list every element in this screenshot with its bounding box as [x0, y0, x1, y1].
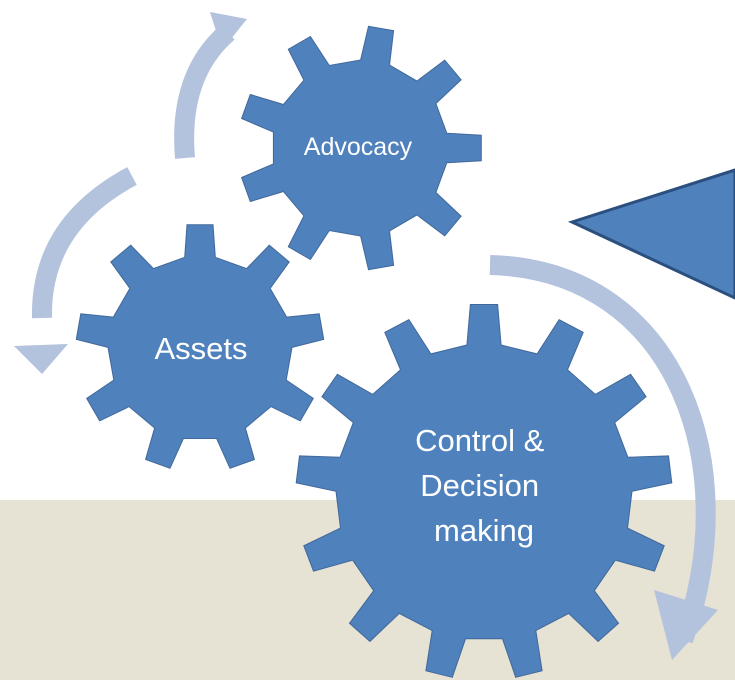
- cycle-arrows: [14, 12, 718, 660]
- advocacy-label: Advocacy: [304, 133, 413, 161]
- arrow-up-head: [210, 12, 247, 50]
- control-label-line-3: making: [434, 513, 534, 548]
- control-label-line-1: Control &: [415, 423, 545, 458]
- arrow-down-head: [14, 344, 68, 374]
- arrow-up-to-advocacy: [174, 24, 235, 159]
- assets-gear: [75, 224, 325, 469]
- control-decision-gear: [295, 304, 673, 678]
- control-decision-label: Control & Decision making: [415, 423, 553, 548]
- arrow-down-to-assets: [31, 167, 137, 319]
- assets-label: Assets: [154, 331, 247, 366]
- control-label-line-2: Decision: [420, 468, 539, 503]
- arrow-around-control: [489, 255, 716, 644]
- arrow-around-head: [654, 590, 718, 660]
- callout-pointer: [567, 168, 735, 300]
- advocacy-gear: [240, 25, 482, 271]
